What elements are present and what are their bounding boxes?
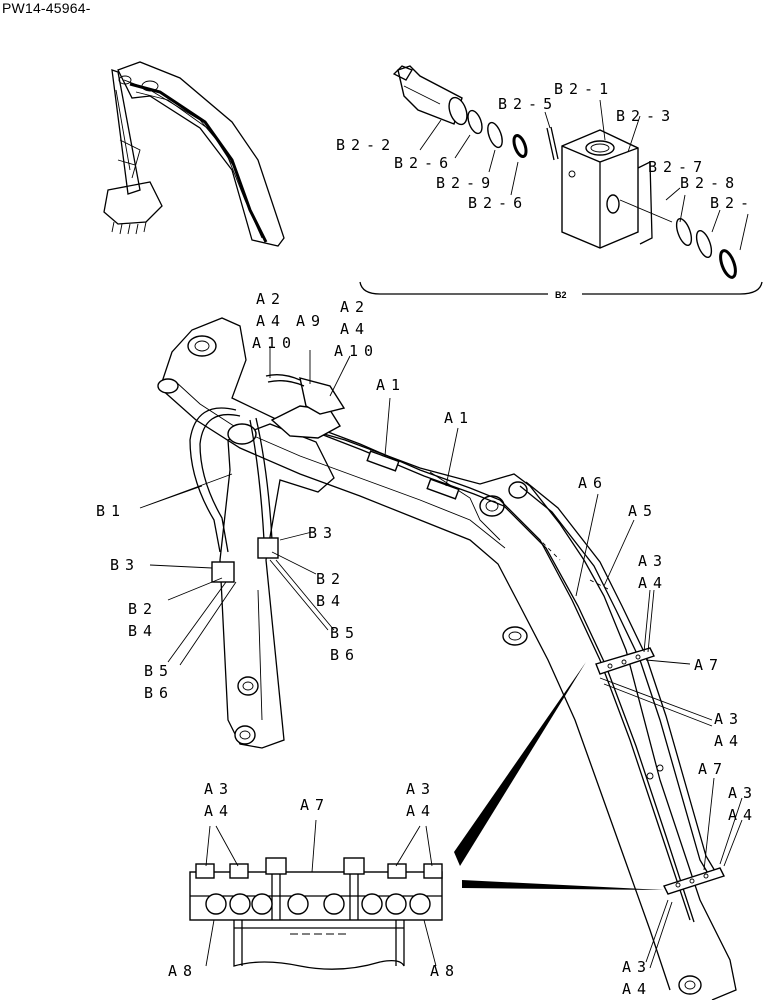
callout-b2-2: B2-2	[336, 136, 396, 154]
arm-and-hoses	[189, 374, 346, 749]
callout-b2-1: B2-1	[554, 80, 614, 98]
callout-det-a7: A7	[300, 796, 330, 814]
callout-a3d: A3	[622, 958, 652, 976]
callout-a2a: A2	[256, 290, 286, 308]
callout-a4b: A4	[340, 320, 370, 338]
callout-b2-3: B2-3	[616, 107, 676, 125]
clamp-bracket-icon	[189, 662, 664, 970]
callout-a1b: A1	[444, 409, 474, 427]
callout-a2b: A2	[340, 298, 370, 316]
callout-b6b: B6	[330, 646, 360, 664]
callout-a4f: A4	[622, 980, 652, 998]
callout-b6a: B6	[144, 684, 174, 702]
callout-b2a: B2	[128, 600, 158, 618]
swivel-fitting-icon	[359, 65, 763, 295]
callout-b2-5: B2-5	[498, 95, 558, 113]
callout-a1a: A1	[376, 376, 406, 394]
callout-a7a: A7	[694, 656, 724, 674]
callout-det-a3r: A3	[406, 780, 436, 798]
callout-a4c: A4	[638, 574, 668, 592]
callout-a9: A9	[296, 312, 326, 330]
callout-b4b: B4	[316, 592, 346, 610]
document-id: PW14-45964-	[2, 0, 91, 16]
callout-b2-8: B2-8	[680, 174, 740, 192]
callout-a4d: A4	[714, 732, 744, 750]
callout-det-a8l: A8	[168, 962, 198, 980]
callout-det-a4l: A4	[204, 802, 234, 820]
callout-b3a: B3	[110, 556, 140, 574]
callout-b5b: B5	[330, 624, 360, 642]
excavator-thumbnail-icon	[103, 61, 285, 247]
callout-b3b: B3	[308, 524, 338, 542]
callout-a10a: A10	[252, 334, 297, 352]
leader-lines	[139, 346, 743, 969]
callout-b2-6b: B2-6	[468, 194, 528, 212]
callout-a7b: A7	[698, 760, 728, 778]
callout-a5: A5	[628, 502, 658, 520]
callout-b4a: B4	[128, 622, 158, 640]
main-boom	[157, 317, 737, 1001]
callout-b2-x: B2-	[710, 194, 755, 212]
callout-a10b: A10	[334, 342, 379, 360]
callout-b1: B1	[96, 502, 126, 520]
callout-det-a8r: A8	[430, 962, 460, 980]
callout-b2-9: B2-9	[436, 174, 496, 192]
callout-a4a: A4	[256, 312, 286, 330]
callout-a6: A6	[578, 474, 608, 492]
group-label-b2: B2	[555, 290, 567, 300]
callout-b2b: B2	[316, 570, 346, 588]
callout-labels: B2-1 B2-5 B2-3 B2-2 B2-6 B2-9 B2-6 B2-7 …	[96, 80, 758, 998]
callout-a3b: A3	[714, 710, 744, 728]
callout-a3a: A3	[638, 552, 668, 570]
callout-det-a3l: A3	[204, 780, 234, 798]
callout-b2-7: B2-7	[648, 158, 708, 176]
callout-b2-6a: B2-6	[394, 154, 454, 172]
callout-a3c: A3	[728, 784, 758, 802]
callout-det-a4r: A4	[406, 802, 436, 820]
callout-a4e: A4	[728, 806, 758, 824]
callout-b5a: B5	[144, 662, 174, 680]
